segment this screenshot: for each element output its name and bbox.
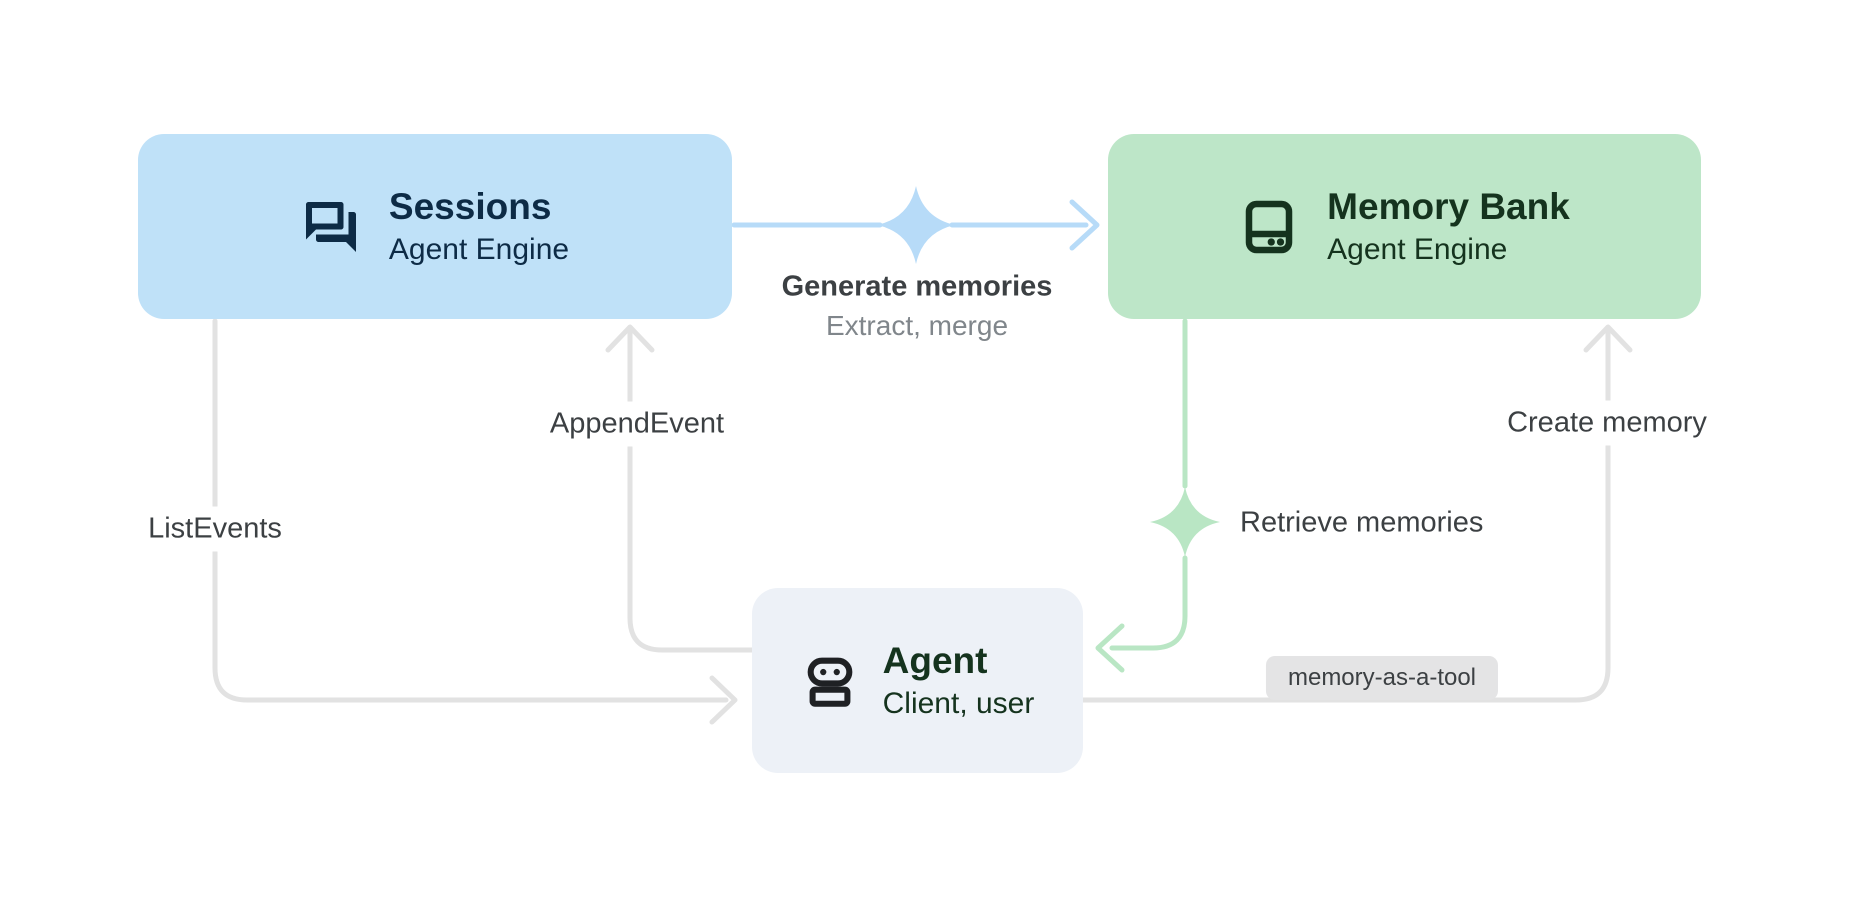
sessions-title: Sessions [388,185,552,227]
append-event-label: AppendEvent [535,401,739,447]
memory-bank-node: Memory Bank Agent Engine [1108,134,1701,319]
create-memory-arrow-line [1080,329,1611,703]
agent-subtitle: Client, user [882,687,1035,721]
sparkle-icon [877,186,955,264]
memory-as-a-tool-badge: memory-as-a-tool [1265,656,1499,700]
list-events-label: ListEvents [134,506,296,552]
sessions-node: Sessions Agent Engine [138,134,732,319]
retrieve-memories-label: Retrieve memories [1240,506,1484,539]
chat-bubbles-icon [301,197,361,257]
storage-icon [1239,197,1299,257]
append-event-arrow-line [627,329,755,653]
generate-memories-arrowhead [1069,199,1100,251]
agent-node: Agent Client, user [752,588,1083,773]
append-event-arrowhead [605,324,655,353]
sparkle-icon [1150,487,1220,557]
list-events-arrow-line [212,318,729,703]
retrieve-memories-arrow-line [1109,318,1188,651]
generate-memories-label: Generate memories [781,270,1053,303]
retrieve-memories-arrowhead [1095,623,1125,673]
create-memory-arrowhead [1583,324,1633,353]
create-memory-label: Create memory [1493,400,1721,446]
memory-bank-title: Memory Bank [1327,185,1570,227]
generate-memories-sublabel: Extract, merge [825,310,1009,341]
memory-bank-subtitle: Agent Engine [1327,233,1508,267]
robot-icon [801,652,859,710]
sessions-subtitle: Agent Engine [388,233,570,267]
list-events-arrowhead [709,675,738,725]
agent-title: Agent [882,639,988,681]
